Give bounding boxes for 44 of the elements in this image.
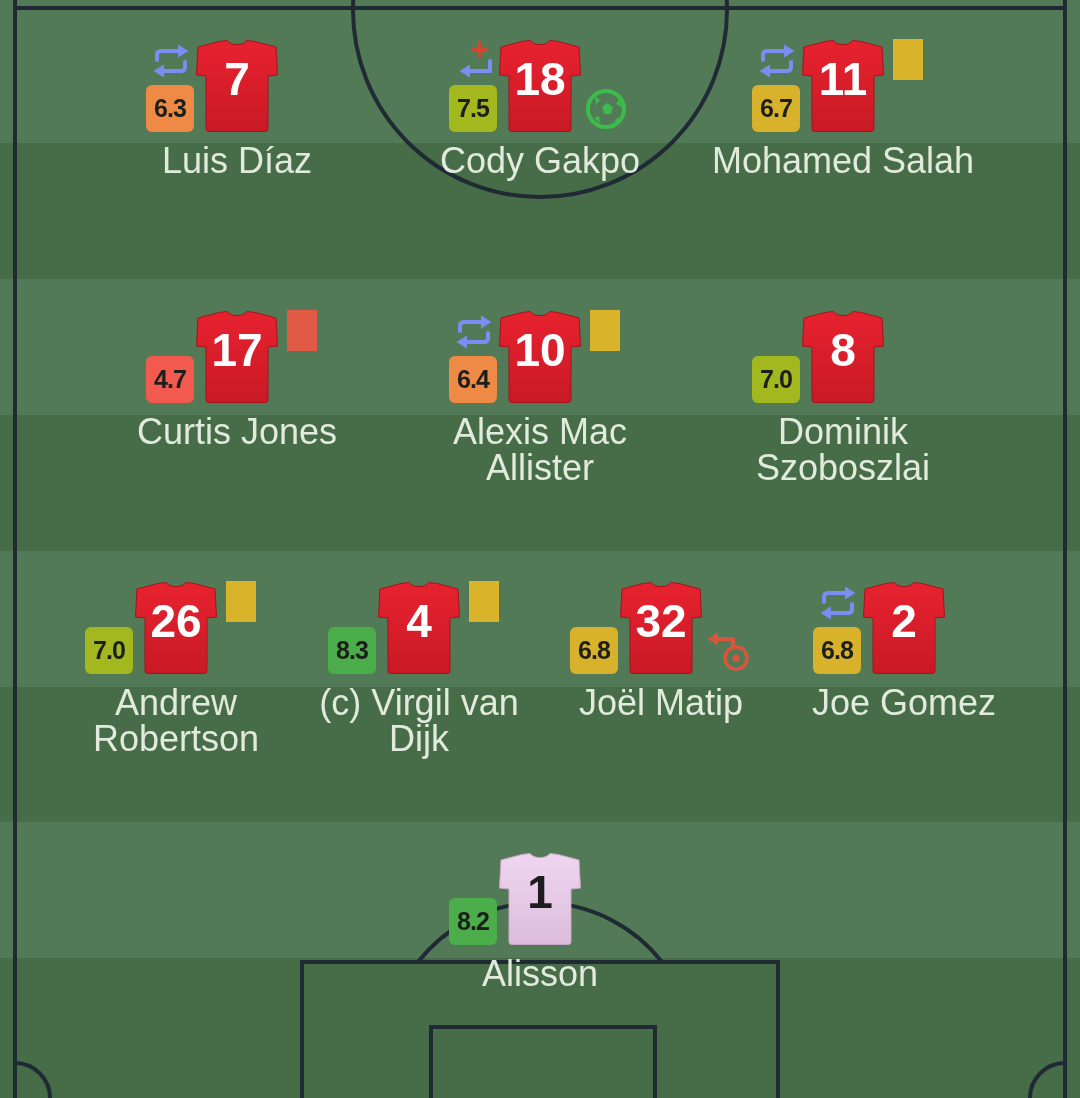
rating-badge: 6.7 [752,85,800,132]
player-name: Mohamed Salah [711,143,975,179]
jersey [499,311,581,403]
jersey [378,582,460,674]
jersey [135,582,217,674]
shirt-number: 32 [635,598,687,644]
rating-badge: 8.2 [449,898,497,945]
jersey [802,40,884,132]
jersey [620,582,702,674]
jersey [196,40,278,132]
rating-badge: 6.8 [813,627,861,674]
rating-badge: 6.4 [449,356,497,403]
player-name: Dominik Szoboszlai [755,414,931,486]
shirt-number: 7 [224,56,250,102]
player-name: Alexis Mac Allister [452,414,628,486]
shirt-number: 11 [818,56,868,102]
shirt-number: 17 [211,327,263,373]
shirt-number: 26 [150,598,202,644]
shirt-number: 1 [527,869,553,915]
player-name: Joël Matip [578,685,744,721]
jersey [499,40,581,132]
rating-badge: 7.5 [449,85,497,132]
rating-badge: 4.7 [146,356,194,403]
rating-badge: 7.0 [752,356,800,403]
shirt-number: 18 [514,56,566,102]
player-name: Curtis Jones [136,414,338,450]
shirt-number: 2 [891,598,917,644]
shirt-number: 8 [830,327,856,373]
player-name: Alisson [481,956,599,992]
player-name: Andrew Robertson [92,685,260,757]
shirt-number: 10 [514,327,566,373]
rating-badge: 6.8 [570,627,618,674]
player-name: (c) Virgil van Dijk [318,685,520,757]
player-name: Luis Díaz [161,143,313,179]
jersey [499,853,581,945]
rating-badge: 7.0 [85,627,133,674]
rating-badge: 8.3 [328,627,376,674]
player-name: Cody Gakpo [439,143,641,179]
jersey [863,582,945,674]
shirt-number: 4 [406,598,432,644]
rating-badge: 6.3 [146,85,194,132]
jersey [196,311,278,403]
player-name: Joe Gomez [811,685,997,721]
jersey [802,311,884,403]
